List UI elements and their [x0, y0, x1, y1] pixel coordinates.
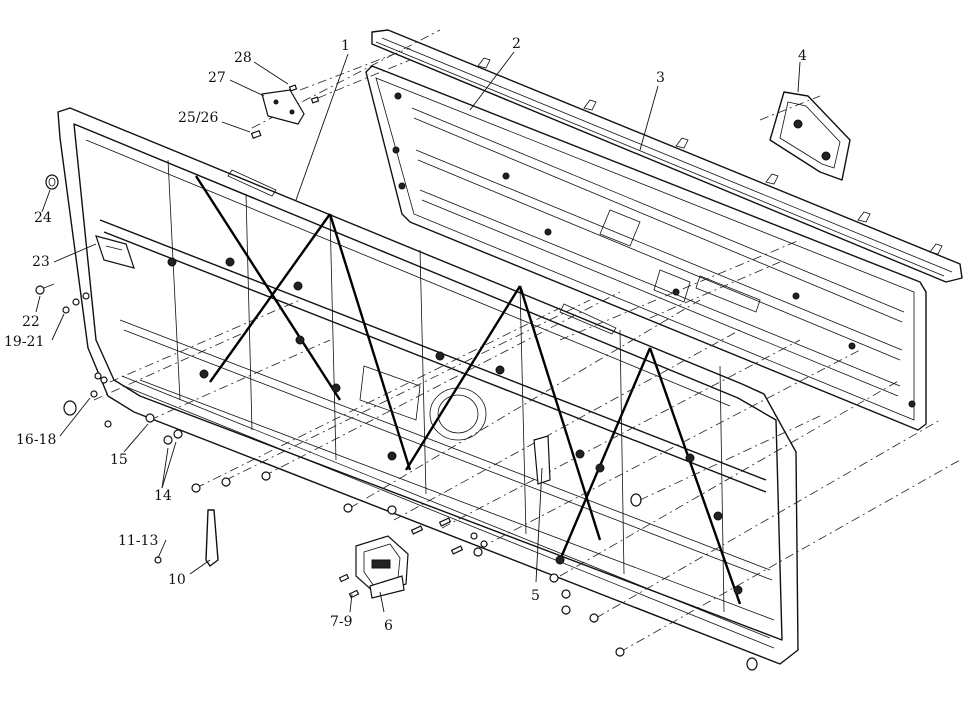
- label-23: 23: [32, 254, 50, 270]
- exploded-view-center-lines: [93, 29, 961, 653]
- part-2-inner-trim-panel: [365, 65, 927, 431]
- label-25-26: 25/26: [178, 110, 218, 126]
- label-1: 1: [341, 38, 350, 54]
- label-22: 22: [22, 314, 40, 330]
- label-3: 3: [656, 70, 665, 86]
- label-4: 4: [798, 48, 807, 64]
- label-6: 6: [384, 618, 393, 634]
- label-28: 28: [234, 50, 252, 66]
- label-24: 24: [34, 210, 52, 226]
- part-3-top-trim-strip: [371, 29, 963, 283]
- small-fasteners: [35, 84, 625, 657]
- part-4-corner-trim-piece: [769, 91, 851, 181]
- leader-lines: [35, 51, 801, 613]
- label-15: 15: [110, 452, 128, 468]
- label-19-21: 19-21: [4, 334, 44, 350]
- part-6-latch-assembly: [355, 535, 409, 599]
- label-27: 27: [208, 70, 226, 86]
- part-number-labels: 1 2 3 4 5 6 7-9 10 11-13 14 15 16-18 19-…: [4, 36, 807, 634]
- label-5: 5: [531, 588, 540, 604]
- label-14: 14: [154, 488, 172, 504]
- label-7-9: 7-9: [330, 614, 353, 630]
- label-16-18: 16-18: [16, 432, 56, 448]
- label-10: 10: [168, 572, 186, 588]
- part-1-main-tailgate-panel: [57, 107, 799, 671]
- label-2: 2: [512, 36, 521, 52]
- label-11-13: 11-13: [118, 533, 158, 549]
- part-5-bracket: [533, 435, 551, 485]
